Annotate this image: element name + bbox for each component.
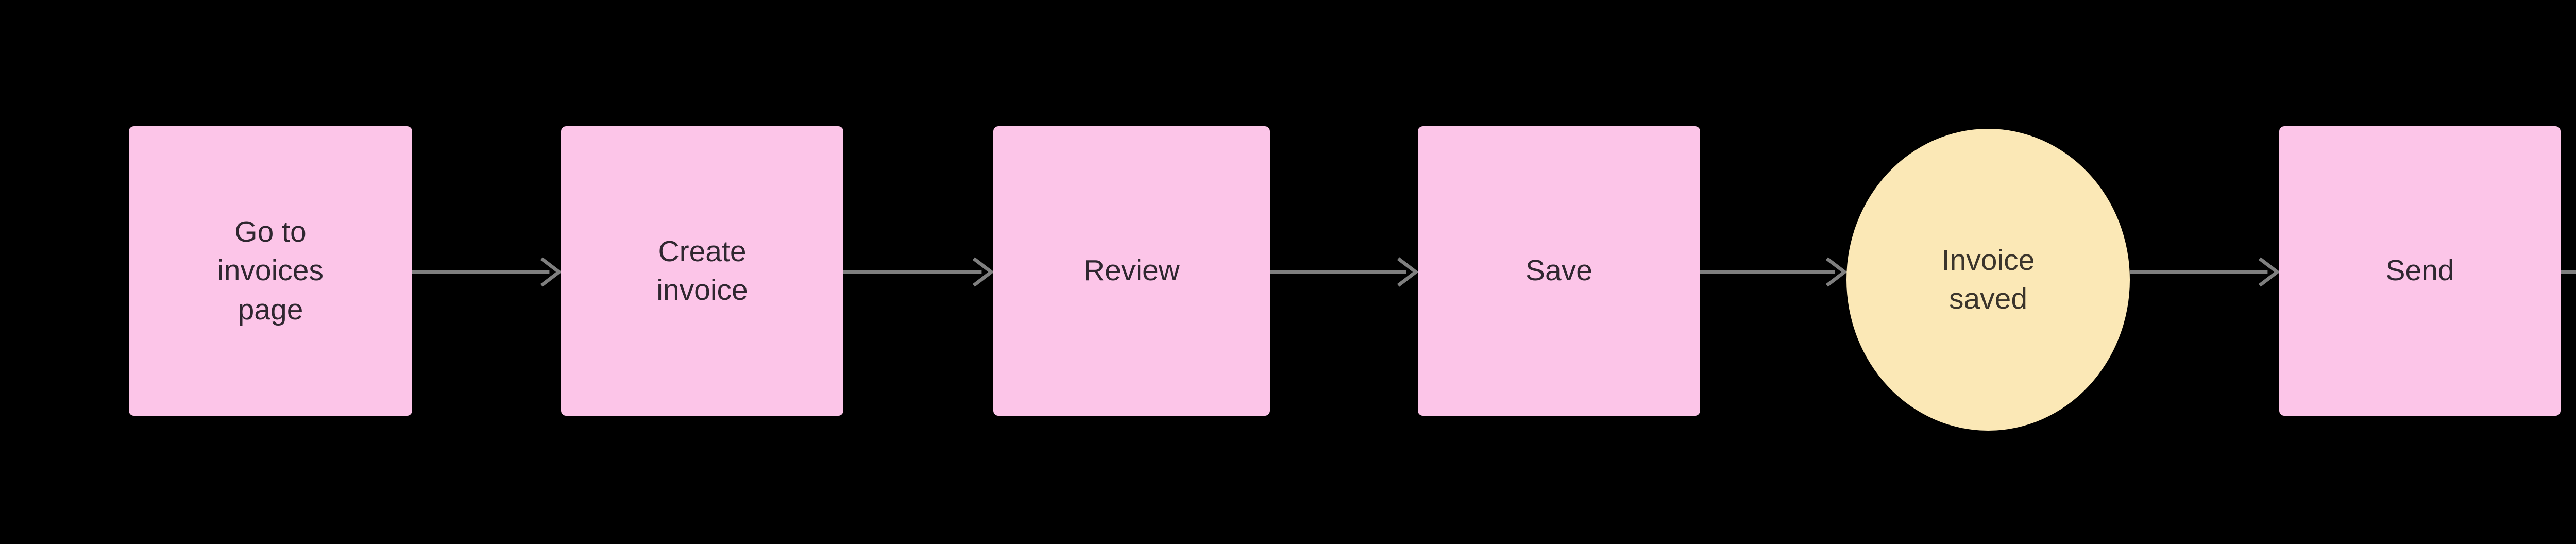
flow-node-n2[interactable]: Create invoice: [561, 126, 843, 416]
arrow-head-icon: [1825, 257, 1848, 287]
flow-node-n1[interactable]: Go to invoices page: [129, 126, 412, 416]
flow-node-n6[interactable]: Send: [2279, 126, 2561, 416]
arrow-head-icon: [540, 257, 562, 287]
arrow-head-icon: [2258, 257, 2280, 287]
flow-node-label: Go to invoices page: [217, 215, 324, 326]
flow-arrow: [1700, 257, 1848, 287]
flow-arrow: [2561, 270, 2576, 274]
flow-node-n3[interactable]: Review: [993, 126, 1270, 416]
flow-node-label: Create invoice: [656, 234, 748, 307]
flow-arrow: [2130, 257, 2280, 287]
flow-node-label: Review: [1083, 254, 1180, 287]
flow-node-n4[interactable]: Save: [1418, 126, 1700, 416]
flow-node-label: Send: [2385, 254, 2454, 287]
flow-node-label: Invoice saved: [1941, 243, 2035, 315]
arrow-head-icon: [972, 257, 994, 287]
flow-node-n5[interactable]: Invoice saved: [1846, 129, 2130, 431]
flow-arrow: [412, 257, 562, 287]
flow-arrow: [1270, 257, 1419, 287]
flow-node-label: Save: [1526, 254, 1592, 287]
arrow-head-icon: [1397, 257, 1419, 287]
flow-arrow: [843, 257, 994, 287]
